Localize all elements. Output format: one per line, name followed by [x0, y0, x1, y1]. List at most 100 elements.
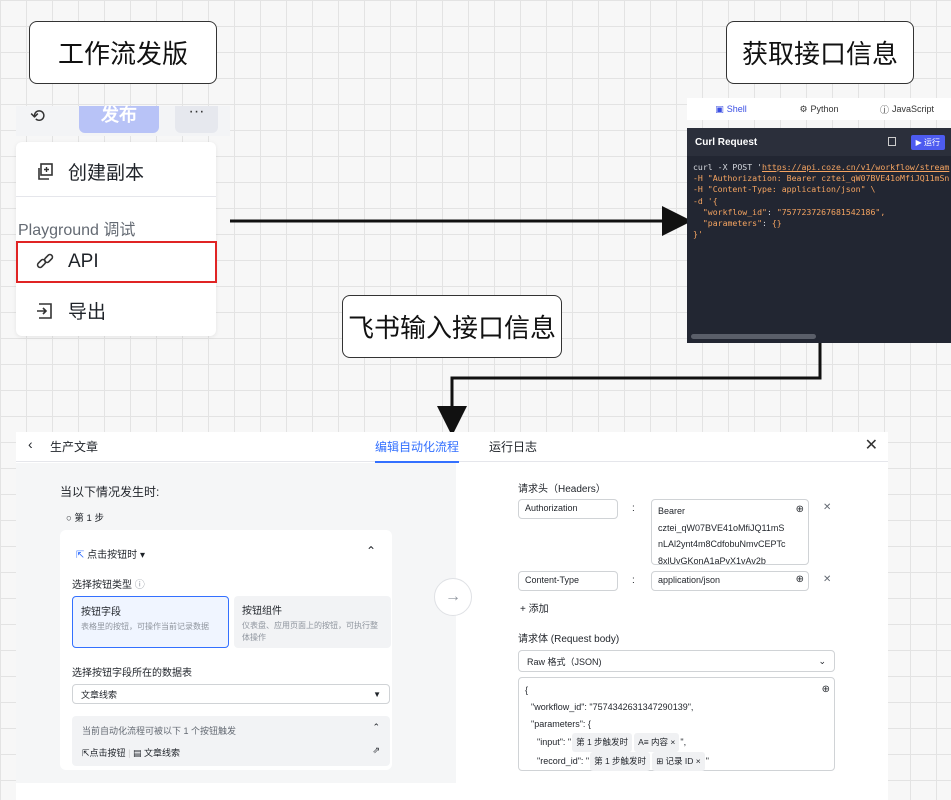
annotation-feishu-input-text: 飞书输入接口信息: [347, 313, 556, 343]
annotation-workflow-publish: 工作流发版: [29, 21, 217, 84]
hint-collapse-icon[interactable]: ⌃: [372, 722, 380, 732]
run-button[interactable]: ▶ 运行: [910, 135, 945, 150]
code-line-1-url: https://api.coze.cn/v1/workflow/stream: [762, 162, 950, 172]
button-type-label-text: 选择按钮类型: [72, 580, 132, 591]
annotation-workflow-publish-text: 工作流发版: [57, 39, 188, 69]
add-header-button[interactable]: + 添加: [520, 604, 549, 615]
publish-button[interactable]: 发布: [79, 106, 159, 133]
input-field-chip[interactable]: A≡ 内容 ×: [634, 733, 680, 752]
action-config: 请求头（Headers） Authorization : Bearer czte…: [496, 463, 848, 775]
open-external-icon[interactable]: ⇗: [372, 745, 380, 755]
tab-run-log[interactable]: 运行日志: [489, 440, 538, 454]
hint-item-button: 点击按钮: [89, 748, 126, 758]
tab-shell[interactable]: ▣Shell: [687, 104, 775, 115]
info-icon: ⓘ: [134, 580, 145, 591]
trigger-name[interactable]: ⇱ 点击按钮时 ▾: [76, 550, 145, 561]
trigger-hint-box: 当前自动化流程可被以下 1 个按钮触发 ⌃ ⇱点击按钮 | ▤ 文章线索 ⇗: [72, 716, 390, 766]
run-button-label: 运行: [924, 138, 940, 147]
trigger-card: ⇱ 点击按钮时 ▾ ⌃ 选择按钮类型 ⓘ 按钮字段 表格里的按钮，可操作当前记录…: [60, 530, 392, 770]
insert-variable-icon[interactable]: ⊕: [795, 504, 804, 515]
javascript-icon: ⓙ: [879, 104, 889, 115]
code-line-3: -H "Content-Type: application/json" \: [693, 184, 876, 195]
editor-title: 生产文章: [50, 440, 99, 454]
auth-value-line-1: Bearer: [658, 506, 686, 516]
python-icon: ⚙: [799, 103, 808, 114]
next-step-arrow-icon: →: [434, 578, 472, 616]
horizontal-scrollbar[interactable]: [691, 334, 816, 339]
history-icon[interactable]: ⟲: [30, 106, 46, 126]
hint-item-table: 文章线索: [143, 748, 180, 758]
auth-value-line-2: cztei_qW07BVE41oMfiJQ11mS: [658, 522, 785, 533]
option-button-component[interactable]: 按钮组件 仪表盘、应用页面上的按钮，可执行整体操作: [234, 596, 391, 648]
body-line-record: "record_id": "第 1 步触发时⊞ 记录 ID ×": [525, 752, 828, 771]
body-editor[interactable]: { "workflow_id": "7574342631347290139", …: [518, 677, 835, 771]
close-icon[interactable]: ✕: [864, 437, 878, 454]
body-format-select[interactable]: Raw 格式（JSON) ⌄: [518, 650, 835, 672]
header-value-content-type-text: application/json: [658, 575, 721, 585]
when-label: 当以下情况发生时:: [60, 485, 160, 499]
header-colon: :: [632, 575, 635, 586]
body-record-key: "record_id": ": [537, 756, 590, 766]
annotation-get-api-info-text: 获取接口信息: [741, 39, 898, 69]
menu-item-duplicate-label: 创建副本: [68, 163, 145, 184]
menu-section-label: Playground 调试: [18, 222, 136, 239]
code-line-1-prefix: curl -X POST ': [693, 162, 763, 172]
copy-icon[interactable]: [888, 137, 896, 146]
header-value-authorization[interactable]: Bearer cztei_qW07BVE41oMfiJQ11mS nLAl2yn…: [651, 499, 809, 565]
trigger-hint-items: ⇱点击按钮 | ▤ 文章线索: [82, 748, 180, 758]
automation-editor: ‹ 生产文章 编辑自动化流程 运行日志 ✕ 当以下情况发生时: ○ 第 1 步 …: [16, 432, 888, 800]
option-button-field[interactable]: 按钮字段 表格里的按钮，可操作当前记录数据: [72, 596, 229, 648]
body-line-open: {: [525, 685, 529, 695]
header-key-content-type[interactable]: Content-Type: [518, 571, 618, 591]
header-key-authorization-text: Authorization: [525, 503, 578, 513]
table-icon: ▤: [132, 748, 142, 758]
tab-shell-label: Shell: [726, 104, 747, 114]
header-value-content-type[interactable]: application/json ⊕: [651, 571, 809, 591]
body-record-end: ": [705, 756, 709, 766]
tab-javascript-label: JavaScript: [891, 104, 935, 114]
record-field-chip[interactable]: ⊞ 记录 ID ×: [652, 752, 705, 771]
table-select[interactable]: 文章线索 ▼: [72, 684, 390, 704]
option-button-component-desc: 仪表盘、应用页面上的按钮，可执行整体操作: [242, 621, 378, 642]
insert-variable-icon[interactable]: ⊕: [795, 574, 804, 585]
curl-code[interactable]: curl -X POST 'https://api.coze.cn/v1/wor…: [693, 162, 950, 240]
body-line-workflow-id: "workflow_id": "7574342631347290139",: [531, 702, 694, 712]
input-step-chip[interactable]: 第 1 步触发时: [572, 733, 633, 752]
menu-item-duplicate[interactable]: 创建副本: [34, 158, 144, 185]
remove-header-icon[interactable]: ✕: [823, 502, 832, 513]
header-key-authorization[interactable]: Authorization: [518, 499, 618, 519]
menu-divider: [16, 196, 216, 197]
menu-item-api[interactable]: API: [34, 251, 99, 273]
collapse-icon[interactable]: ⌃: [365, 544, 376, 558]
option-button-component-title: 按钮组件: [242, 606, 282, 617]
menu-item-export[interactable]: 导出: [34, 297, 106, 324]
code-line-6-key: "parameters": [702, 218, 763, 229]
body-format-value: Raw 格式（JSON): [527, 656, 602, 667]
tab-python[interactable]: ⚙Python: [775, 104, 863, 115]
copy-icon: [34, 161, 56, 183]
more-button[interactable]: ···: [175, 104, 218, 133]
code-line-4: -d '{: [693, 195, 718, 206]
chevron-down-icon: ⌄: [818, 655, 826, 666]
button-icon: ⇱: [82, 748, 90, 758]
insert-variable-icon[interactable]: ⊕: [821, 684, 830, 695]
header-key-content-type-text: Content-Type: [525, 575, 580, 585]
export-icon: [34, 300, 56, 322]
curl-code-panel: Curl Request ▶ 运行 curl -X POST 'https://…: [687, 128, 951, 343]
step-label-text: 第 1 步: [74, 513, 104, 524]
button-trigger-icon: ⇱: [76, 550, 85, 561]
code-line-7: }': [693, 229, 703, 240]
menu-item-api-label: API: [68, 251, 99, 272]
remove-header-icon[interactable]: ✕: [823, 574, 832, 585]
auth-value-line-3: nLAl2ynt4m8CdfobuNmvCEPTc: [658, 539, 786, 549]
tab-edit-flow[interactable]: 编辑自动化流程: [375, 440, 460, 463]
record-step-chip[interactable]: 第 1 步触发时: [590, 752, 651, 771]
code-line-6-val: {}: [771, 218, 782, 229]
tab-python-label: Python: [810, 104, 839, 114]
body-label: 请求体 (Request body): [518, 634, 620, 645]
code-line-5-val: "7577237267681542186",: [776, 206, 886, 217]
back-icon[interactable]: ‹: [28, 436, 33, 452]
